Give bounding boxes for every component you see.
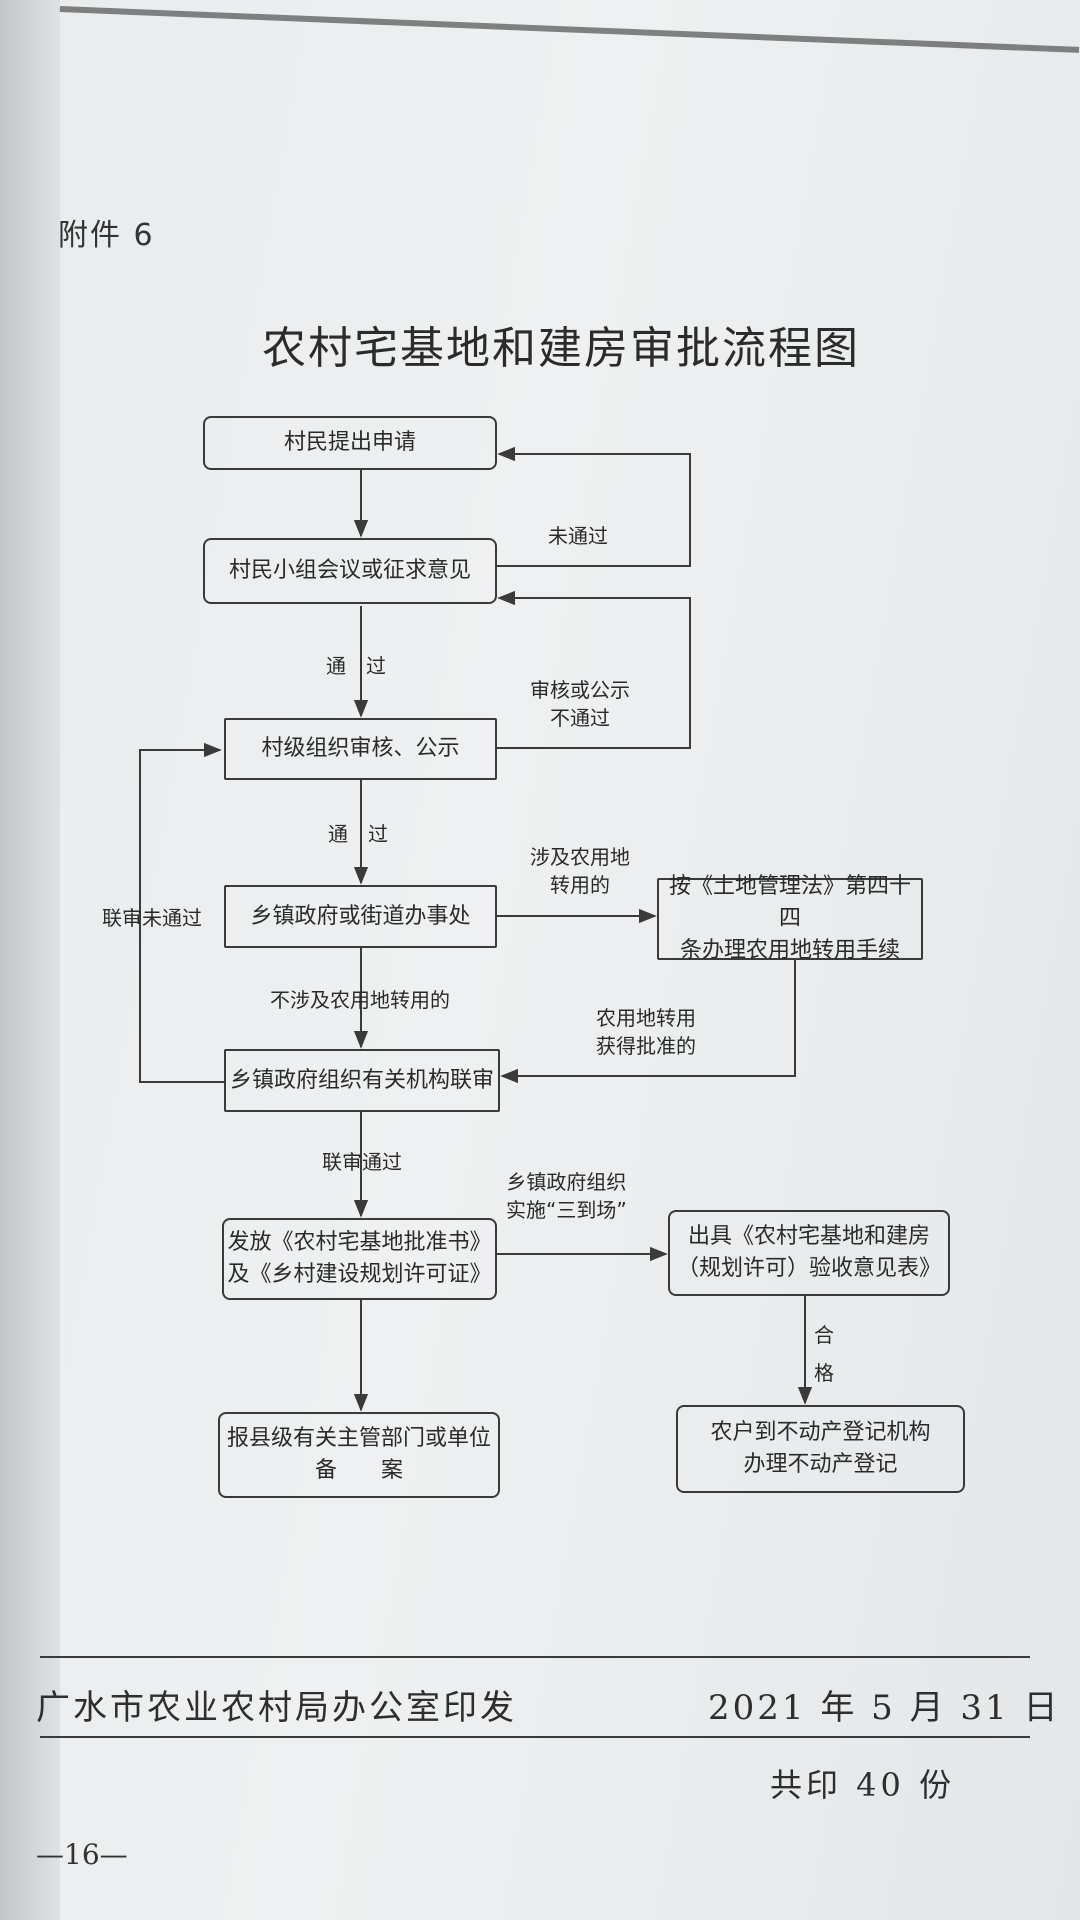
node-village-review-line-1: 村级组织审核、公示 xyxy=(261,736,460,761)
edge-label-review-failed-line-1: 审核或公示 xyxy=(530,678,630,702)
node-registration-line-1: 农户到不动产登记机构 xyxy=(710,1420,931,1445)
node-village-review: 村级组织审核、公示 xyxy=(224,718,497,780)
node-group-meeting-line-1: 村民小组会议或征求意见 xyxy=(228,558,471,583)
document-title: 农村宅基地和建房审批流程图 xyxy=(262,323,860,374)
edge-label-passed-2: 通 过 xyxy=(328,822,388,846)
footer-copies: 共印 40 份 xyxy=(770,1766,956,1804)
footer-issuer: 广水市农业农村局办公室印发 xyxy=(36,1688,517,1728)
node-issue-permits-line-2: 及《乡村建设规划许可证》 xyxy=(227,1262,492,1287)
edge-label-passed-1: 通 过 xyxy=(326,654,386,678)
node-inspection-form: 出具《农村宅基地和建房 （规划许可）验收意见表》 xyxy=(668,1210,950,1296)
node-issue-permits-line-1: 发放《农村宅基地批准书》 xyxy=(227,1230,492,1255)
edge-label-qualified-line-2: 格 xyxy=(814,1361,834,1385)
edge-label-three-on-site-line-2: 实施“三到场” xyxy=(506,1198,627,1222)
edge-label-joint-review-failed: 联审未通过 xyxy=(102,906,202,930)
node-land-law: 按《土地管理法》第四十四 条办理农用地转用手续 xyxy=(657,874,923,963)
node-issue-permits: 发放《农村宅基地批准书》 及《乡村建设规划许可证》 xyxy=(222,1218,497,1300)
edge-label-three-on-site-line-1: 乡镇政府组织 xyxy=(506,1170,627,1194)
node-township-office: 乡镇政府或街道办事处 xyxy=(224,885,497,948)
edge-label-qualified-line-1: 合 xyxy=(814,1323,834,1347)
footer-rule-bottom xyxy=(40,1736,1030,1738)
page-edge-shadow xyxy=(0,0,60,1920)
edge-label-involves-conversion-line-1: 涉及农用地 xyxy=(530,845,630,869)
edge-label-not-passed: 未通过 xyxy=(548,524,608,548)
edge-label-qualified: 合 格 xyxy=(814,1316,834,1392)
edge-label-involves-conversion-line-2: 转用的 xyxy=(550,873,610,897)
node-inspection-form-line-1: 出具《农村宅基地和建房 xyxy=(687,1224,930,1249)
node-apply-line-1: 村民提出申请 xyxy=(283,430,416,455)
node-county-filing-line-1: 报县级有关主管部门或单位 xyxy=(226,1426,491,1451)
edge-label-review-failed: 审核或公示 不通过 xyxy=(530,676,630,732)
node-registration-line-2: 办理不动产登记 xyxy=(743,1452,898,1477)
edge-label-conversion-approved-line-1: 农用地转用 xyxy=(596,1006,696,1030)
node-joint-review: 乡镇政府组织有关机构联审 xyxy=(224,1049,500,1112)
node-county-filing: 报县级有关主管部门或单位 备 案 xyxy=(218,1412,500,1498)
edge-label-three-on-site: 乡镇政府组织 实施“三到场” xyxy=(506,1168,627,1224)
node-group-meeting: 村民小组会议或征求意见 xyxy=(203,538,497,604)
node-land-law-line-2: 条办理农用地转用手续 xyxy=(679,938,900,963)
node-registration: 农户到不动产登记机构 办理不动产登记 xyxy=(676,1405,965,1493)
node-inspection-form-line-2: （规划许可）验收意见表》 xyxy=(676,1256,941,1281)
footer-rule-top xyxy=(40,1656,1030,1658)
node-apply: 村民提出申请 xyxy=(203,416,497,470)
node-joint-review-line-1: 乡镇政府组织有关机构联审 xyxy=(229,1067,494,1093)
edge-label-conversion-approved-line-2: 获得批准的 xyxy=(596,1034,696,1058)
edge-label-conversion-approved: 农用地转用 获得批准的 xyxy=(596,1004,696,1060)
loop-meeting-not-passed xyxy=(497,446,691,567)
loop-village-failed xyxy=(497,590,691,749)
loop-joint-review-failed xyxy=(139,742,224,1083)
edge-label-involves-conversion: 涉及农用地 转用的 xyxy=(530,843,630,899)
node-land-law-line-1: 按《土地管理法》第四十四 xyxy=(668,874,911,931)
edge-label-joint-review-passed: 联审通过 xyxy=(322,1150,402,1174)
edge-label-review-failed-line-2: 不通过 xyxy=(550,706,610,730)
arrow-conversion-approved xyxy=(500,960,796,1084)
edge-label-not-involves-conversion: 不涉及农用地转用的 xyxy=(270,988,450,1012)
attachment-label: 附件 6 xyxy=(58,218,155,253)
node-township-office-line-1: 乡镇政府或街道办事处 xyxy=(250,903,471,929)
page-number: —16— xyxy=(36,1838,128,1871)
node-county-filing-line-2: 备 案 xyxy=(314,1458,403,1483)
footer-date: 2021 年 5 月 31 日 xyxy=(708,1688,1061,1728)
